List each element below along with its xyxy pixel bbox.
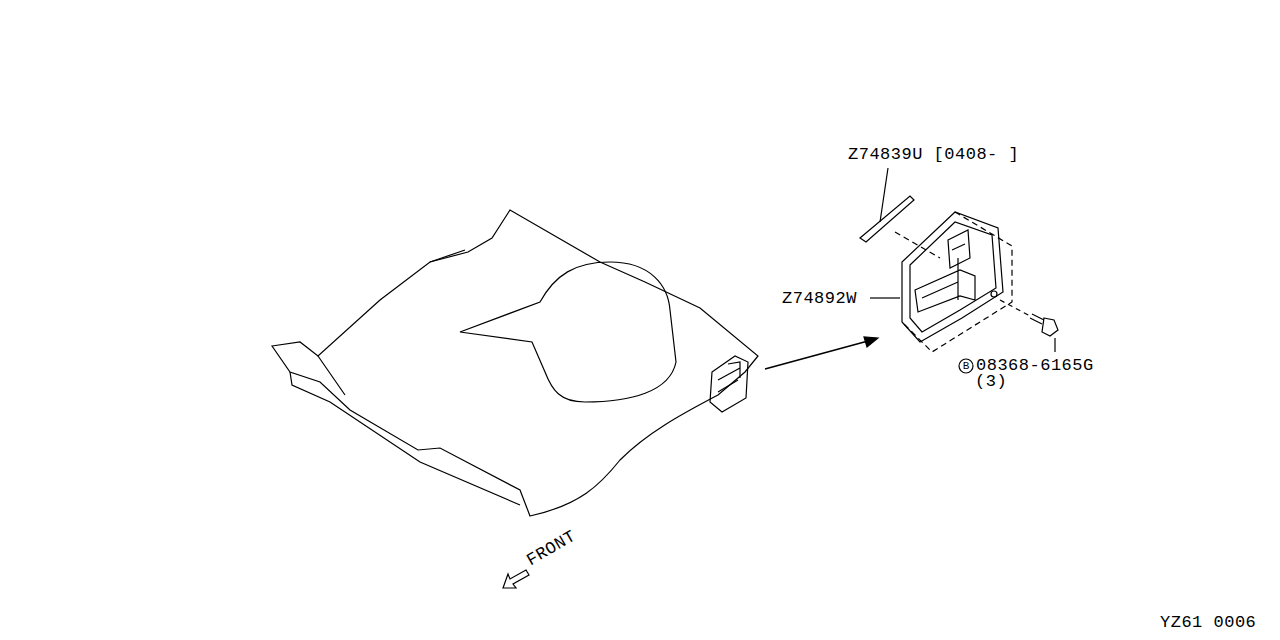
figure-code: YZ61 0006 bbox=[1160, 614, 1256, 632]
seal-strip bbox=[860, 196, 914, 242]
bracket-slot bbox=[915, 258, 975, 312]
floor-edge bbox=[318, 250, 465, 395]
tunnel bbox=[460, 262, 676, 402]
bracket-window bbox=[948, 230, 970, 268]
floor-edge bbox=[290, 372, 520, 505]
arrowhead bbox=[864, 337, 878, 347]
quantity: (3) bbox=[975, 373, 1007, 391]
bolt bbox=[1030, 314, 1058, 336]
callout-circle bbox=[959, 359, 973, 373]
front-arrow bbox=[503, 570, 529, 588]
part-number: Z74839U [0408- ] bbox=[848, 146, 1019, 164]
leader-line bbox=[870, 297, 900, 298]
bolt-hole bbox=[991, 291, 997, 297]
bracket-inner bbox=[910, 222, 996, 332]
bracket-installed bbox=[710, 356, 748, 412]
direction-label: FRONT bbox=[524, 528, 579, 570]
floor-panel bbox=[272, 210, 758, 516]
pointer-arrow bbox=[765, 341, 868, 369]
leader-line bbox=[880, 168, 888, 222]
leader-line bbox=[1054, 338, 1055, 352]
circled-letter: B bbox=[963, 361, 970, 372]
part-number: Z74892W bbox=[782, 290, 857, 308]
bolt-axis bbox=[1000, 300, 1030, 316]
dashed-outline bbox=[895, 212, 1012, 352]
bracket-part bbox=[902, 212, 1003, 342]
